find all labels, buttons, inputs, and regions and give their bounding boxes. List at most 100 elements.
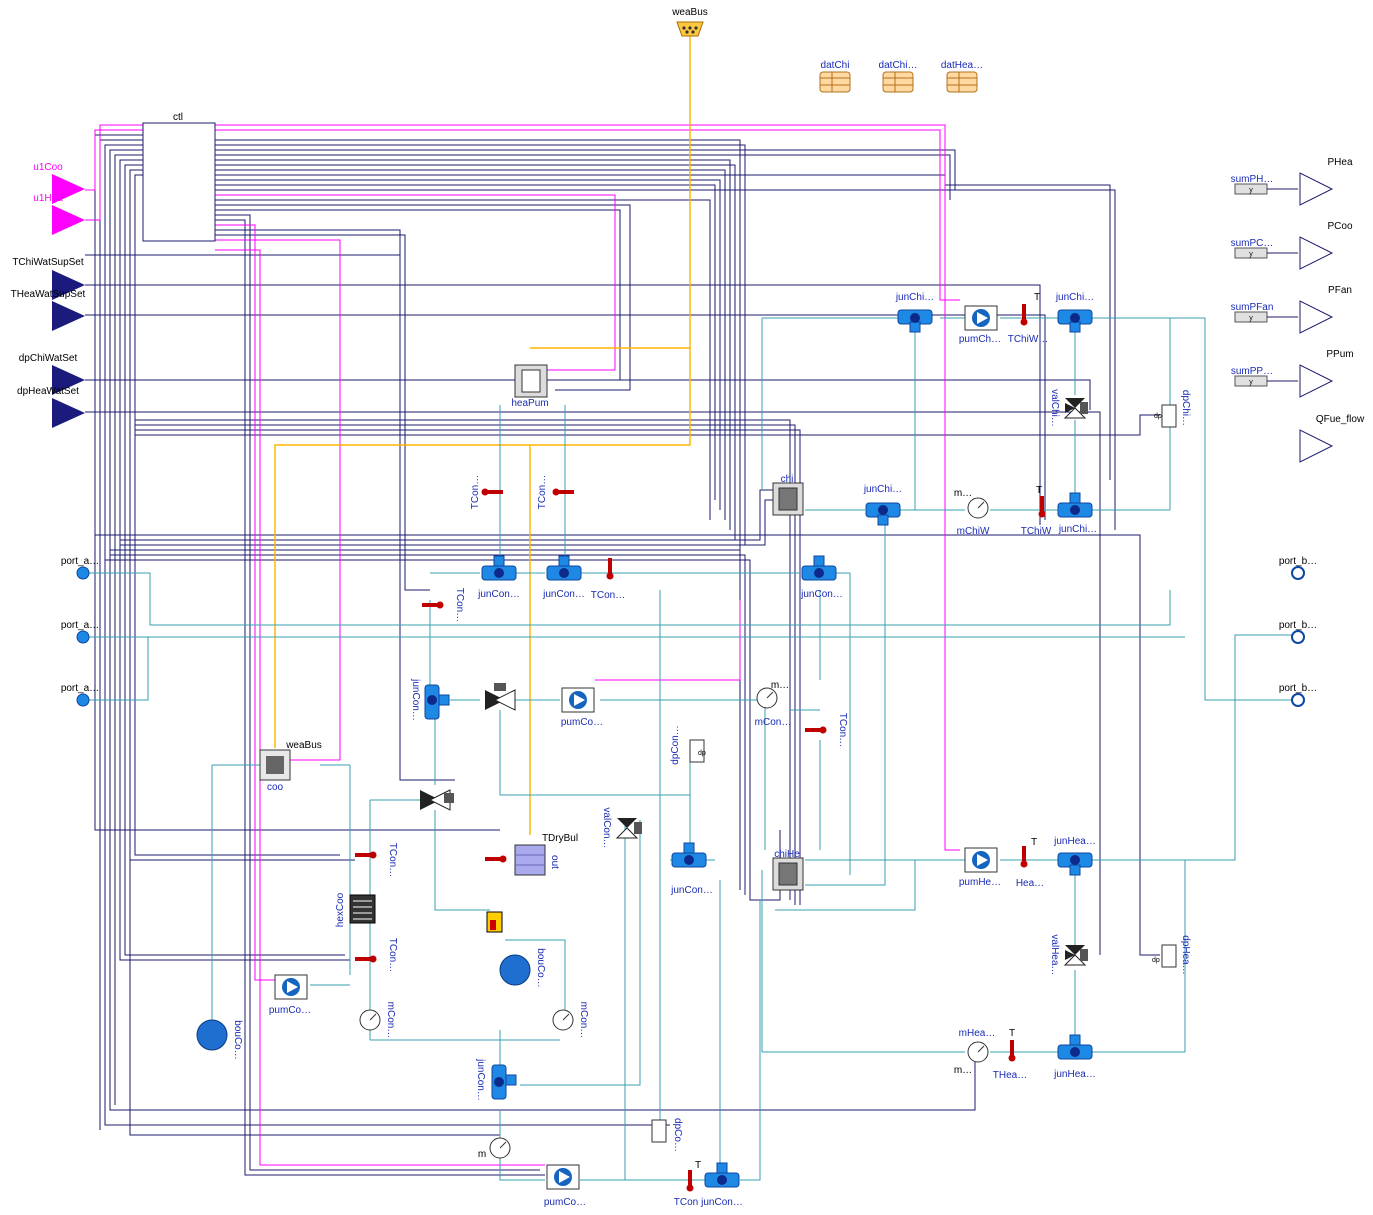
sensor-tcon-2[interactable]: TCon… [537,475,574,509]
adder-sumphea[interactable]: sumPH… y [1231,174,1298,195]
dp-sensor-dpcon-1[interactable]: dp dpCon… [670,725,706,764]
dp-sensor-dpcon-2[interactable]: dpCo… [651,1118,683,1152]
svg-text:port_b…: port_b… [1279,556,1317,567]
sensor-tcon-4[interactable]: TCon… [422,588,465,622]
svg-text:PPum: PPum [1326,349,1353,360]
chiller-chi[interactable]: chi [772,474,804,516]
svg-text:TCon…: TCon… [537,475,548,509]
pump-pumchi[interactable]: pumCh… [959,305,1001,345]
junction-juncon-6[interactable]: junCon… [475,1058,517,1101]
svg-text:TCon…: TCon… [591,590,625,601]
svg-text:mCon…: mCon… [385,1002,396,1039]
sensor-thea-2[interactable]: T THea… [993,1028,1027,1081]
record-dathea[interactable]: datHea… [941,60,983,93]
junction-juncon-1[interactable]: junCon… [477,555,520,600]
thermometer-icon [487,490,503,494]
sensor-thea-1[interactable]: T Hea… [1016,837,1044,889]
sensor-tcon-1[interactable]: TCon… [470,475,503,509]
junction-juncon-bottom[interactable]: junCon… [700,1162,743,1208]
junction-junchi-3[interactable]: junChi… [863,484,902,526]
flow-meter-mcon-1[interactable]: m… mCon… [755,680,792,728]
thermometer-icon [608,558,612,574]
flow-meter-mcon-2[interactable]: mCon… [359,1002,396,1039]
input-u1coo[interactable]: u1Coo [33,162,85,204]
pressure-difference-icon [651,1119,667,1143]
sensor-tcon-3[interactable]: TCon… [591,558,625,601]
chiller-chihea[interactable]: chiHe [772,849,804,891]
tank-boucon-1[interactable]: bouCo… [196,1019,243,1060]
heat-pump-heapum[interactable]: heaPum [511,364,549,409]
svg-text:junHea…: junHea… [1053,836,1096,847]
port-b-3[interactable]: port_b… [1279,683,1317,707]
dp-sensor-dphea[interactable]: dp dpHea… [1152,935,1191,974]
dp-sensor-dpchi[interactable]: dp dpChi… [1154,390,1191,428]
junction-juncon-5[interactable]: junCon… [670,842,713,896]
svg-text:m…: m… [771,680,789,691]
pump-pumcon-1[interactable]: pumCo… [561,687,603,728]
port-a-3[interactable]: port_a… [61,683,99,707]
fluid-port-icon [76,693,90,707]
adder-sumpfan[interactable]: sumPFan y [1231,302,1298,323]
junction-junchi-1[interactable]: junChi… [895,292,934,333]
svg-text:pumCo…: pumCo… [269,1005,311,1016]
input-u1hea[interactable]: u1Hea [33,193,85,235]
svg-text:PHea: PHea [1327,157,1352,168]
input-dpheawatset[interactable]: dpHeaWatSet [17,386,85,428]
svg-text:port_b…: port_b… [1279,620,1317,631]
tank-boucon-2[interactable]: bouCo… [499,948,546,988]
controller-ctl[interactable]: ctl [142,112,216,242]
sensor-tcon-6[interactable]: TCon… [355,843,398,877]
sensor-tcon-5[interactable]: TCon… [805,713,848,747]
adder-sumppum[interactable]: sumPP… y [1231,366,1298,387]
record-datchi-2[interactable]: datChi… [879,60,918,93]
sensor-tchiw-2[interactable]: T TChiW [1021,485,1052,537]
pressure-difference-icon [1161,944,1177,968]
flow-meter-mhea[interactable]: mHea… m… [954,1028,996,1076]
port-a-1[interactable]: port_a… [61,556,99,580]
flow-meter-mchiw[interactable]: m… mChiW [954,488,990,537]
valve-valhea[interactable]: valHea… [1049,934,1088,976]
valve-valchi[interactable]: valChi… [1049,389,1088,427]
adder-sumpcoo[interactable]: sumPC… y [1231,238,1298,259]
output-pcoo[interactable]: PCoo [1299,221,1353,270]
input-dpchiwatset[interactable]: dpChiWatSet [19,353,85,395]
junction-junhea-2[interactable]: junHea… [1053,1034,1096,1080]
sensor-tcon-7[interactable]: TCon… [355,938,398,972]
pump-pumcon-3[interactable]: pumCo… [544,1164,586,1208]
input-theawatsupset[interactable]: THeaWatSupSet [11,289,86,331]
output-ppum[interactable]: PPum [1299,349,1354,398]
svg-text:TCon: TCon [674,1197,698,1208]
cooler-coo[interactable]: weaBus coo [259,740,322,793]
port-a-2[interactable]: port_a… [61,620,99,644]
real-output-icon [1299,300,1334,334]
junction-juncon-3[interactable]: junCon… [800,555,843,600]
port-b-2[interactable]: port_b… [1279,620,1317,644]
heat-exchanger-hexcoo[interactable]: hexCoo [335,892,376,927]
output-pfan[interactable]: PFan [1299,285,1352,334]
pump-pumhea[interactable]: pumHe… [959,847,1001,888]
pump-pumcon-2[interactable]: pumCo… [269,974,311,1016]
port-b-1[interactable]: port_b… [1279,556,1317,580]
valve-cond-2[interactable] [420,789,454,811]
valve-cond-1[interactable] [485,683,516,711]
record-datchi-1[interactable]: datChi [819,60,851,93]
junction-juncon-2[interactable]: junCon… [542,555,585,600]
junction-junchi-4[interactable]: junChi… [1057,492,1097,535]
sensor-tdrybul[interactable]: TDryBul out [486,833,578,933]
svg-text:datHea…: datHea… [941,60,983,71]
junction-junhea-1[interactable]: junHea… [1053,836,1096,876]
flow-meter-mcon-bottom[interactable]: m [478,1137,511,1160]
sensor-tcon-bottom[interactable]: T TCon [674,1160,701,1208]
weather-bus-top[interactable]: weaBus [671,7,708,37]
junction-junchi-2[interactable]: junChi… [1055,292,1094,333]
svg-text:PFan: PFan [1328,285,1352,296]
sensor-tchiw-1[interactable]: T TChiW… [1008,292,1049,345]
junction-juncon-4[interactable]: junCon… [410,678,450,721]
valve-valcon[interactable]: valCon… [601,807,642,849]
input-tchiwatsupset[interactable]: TChiWatSupSet [12,257,85,300]
svg-text:T: T [695,1160,701,1171]
output-phea[interactable]: PHea [1299,157,1353,206]
sensor-tdrybul-measure[interactable] [485,855,507,863]
flow-meter-mcon-3[interactable]: mCon… [552,1002,589,1039]
output-qfue-flow[interactable]: QFue_flow [1299,414,1365,463]
